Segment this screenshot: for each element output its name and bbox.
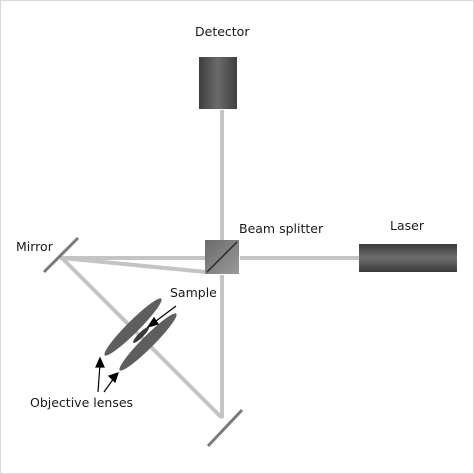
objective-lens-upper	[104, 298, 162, 356]
beam-left-mirror-to-bottom-mirror	[60, 256, 224, 420]
beam-splitter-diagonal	[206, 241, 238, 273]
detector-label: Detector	[195, 24, 250, 39]
mirror-label: Mirror	[16, 239, 53, 254]
beam-mirror-to-splitter-diagonal	[61, 256, 207, 274]
sample-arrow-head	[146, 316, 159, 329]
lens-arrow-head-1	[95, 356, 105, 368]
laser-body	[359, 244, 457, 272]
beam-paths	[60, 110, 360, 420]
left-mirror	[42, 236, 80, 274]
lens-arrow-line-2	[103, 377, 115, 393]
objective-lenses-label: Objective lenses	[30, 395, 134, 410]
bottom-mirror	[206, 408, 244, 448]
beam-splitter	[205, 240, 239, 274]
sample-label: Sample	[170, 285, 217, 300]
objective-lens-lower	[119, 313, 177, 371]
detector-body	[199, 57, 237, 109]
laser-label: Laser	[390, 218, 424, 233]
lens-arrow-head-2	[107, 372, 119, 384]
annotation-arrows	[95, 305, 177, 393]
beam-splitter-label: Beam splitter	[239, 221, 324, 236]
sample-slide	[133, 327, 149, 343]
lens-arrow-line-1	[97, 363, 101, 393]
